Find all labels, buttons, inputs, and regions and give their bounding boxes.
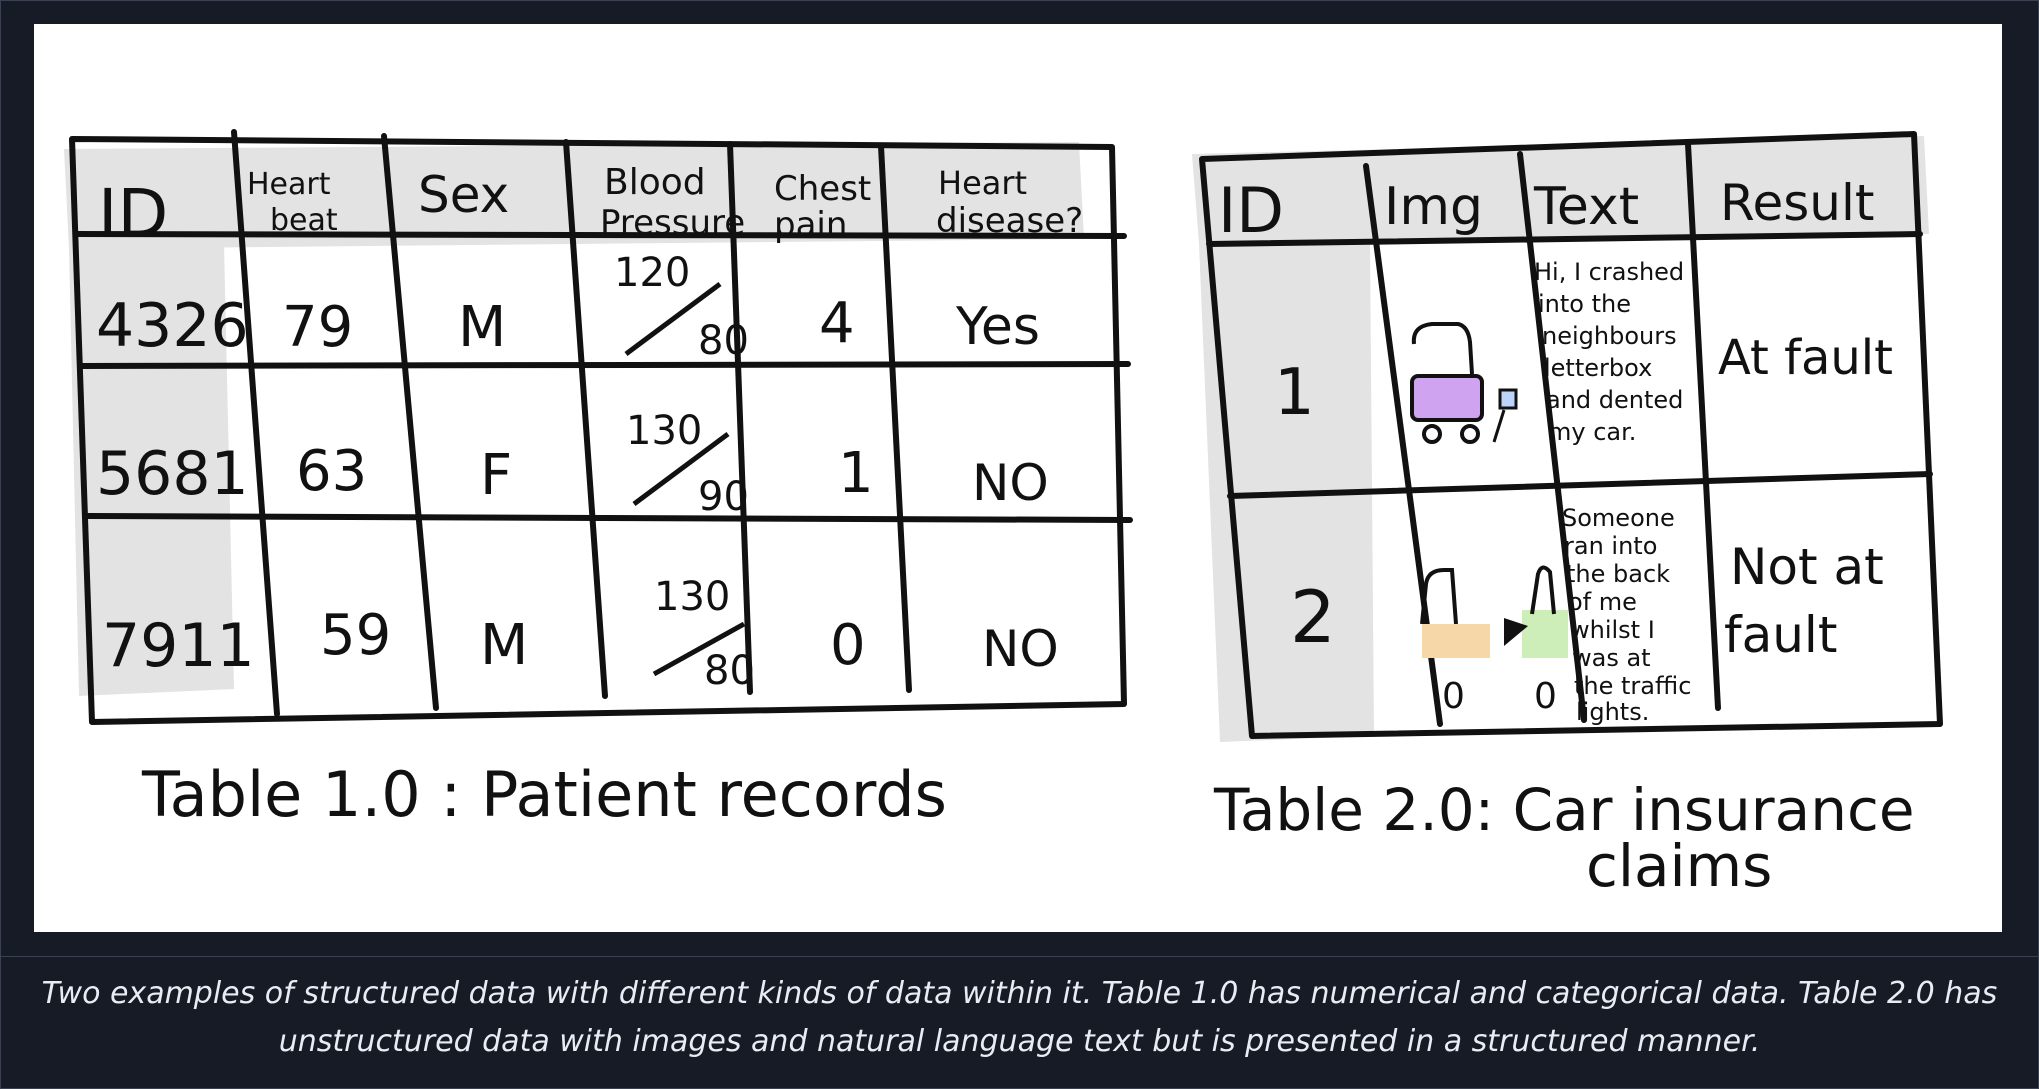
svg-text:the back: the back: [1566, 560, 1670, 588]
table1-cell-heartbeat: 59: [320, 603, 391, 668]
table1-cell-sex: M: [458, 295, 506, 360]
table1-cell-bp-top: 130: [626, 408, 702, 454]
car-letterbox-icon: [1410, 322, 1518, 444]
table1-header-hd-2: disease?: [936, 201, 1083, 241]
table1-title: Table 1.0 : Patient records: [141, 758, 947, 831]
table1-cell-bp-top: 130: [654, 574, 730, 620]
table1-header-id: ID: [98, 175, 168, 252]
table1-bp-slash: [624, 281, 722, 357]
table1-header-heartbeat-1: Heart: [247, 167, 331, 202]
table2-title: Table 2.0: Car insurance: [1213, 776, 1915, 844]
table1-header-sex: Sex: [418, 166, 509, 224]
table1-cell-chest: 4: [819, 291, 855, 356]
table1-header-chest-1: Chest: [774, 169, 871, 209]
table1-grid: [69, 129, 1133, 725]
table1-bp-slash: [652, 621, 746, 677]
svg-text:Someone: Someone: [1562, 504, 1675, 532]
table2-cell-id: 2: [1290, 575, 1336, 659]
divider: [0, 956, 2039, 957]
table2-cell-text: Hi, I crashed into the neighbours letter…: [1534, 258, 1684, 446]
table1-cell-sex: M: [480, 613, 528, 678]
table2-title: claims: [1586, 832, 1772, 900]
table-row: 4326 79 M 120 80 4 Yes: [96, 250, 1040, 364]
table1-header-heartbeat-2: beat: [270, 203, 338, 238]
table1-cell-chest: 0: [830, 613, 866, 678]
table1-headers: ID Heart beat Sex Blood Pressure Chest p…: [98, 162, 1083, 252]
table1-cell-id: 4326: [96, 291, 249, 361]
svg-text:was at: was at: [1572, 644, 1651, 672]
table2-header-result: Result: [1720, 174, 1875, 232]
table2-header-img: Img: [1384, 177, 1483, 237]
table1-header-bp-2: Pressure: [600, 203, 745, 243]
table1-cell-chest: 1: [838, 441, 874, 506]
table-row: 7911 59 M 130 80 0 NO: [102, 574, 1059, 694]
table1-header-bp-1: Blood: [604, 162, 706, 203]
table1-header-chest-2: pain: [774, 205, 847, 245]
svg-text:ran into: ran into: [1564, 532, 1657, 560]
table1-cell-bp-bottom: 80: [698, 318, 749, 364]
rear-end-collision-icon: 0 0: [1420, 565, 1568, 717]
svg-text:0: 0: [1534, 676, 1557, 717]
table1-bp-slash: [632, 431, 730, 507]
table1-header-hd-1: Heart: [938, 164, 1027, 202]
table1-cell-id: 7911: [102, 611, 255, 681]
table-patient-records: ID Heart beat Sex Blood Pressure Chest p…: [64, 129, 1133, 831]
figure-caption: Two examples of structured data with dif…: [41, 976, 1998, 1059]
svg-text:and dented: and dented: [1546, 386, 1683, 414]
table2-cell-result: At fault: [1718, 330, 1893, 386]
table-car-insurance: ID Img Text Result 1 Hi, I crashed: [1192, 131, 1943, 900]
table1-cell-bp-bottom: 90: [698, 474, 749, 520]
table2-cell-result: fault: [1724, 606, 1837, 664]
svg-text:0: 0: [1442, 676, 1465, 717]
svg-text:letterbox: letterbox: [1544, 354, 1652, 382]
table2-header-shade: [1192, 136, 1929, 244]
table1-cell-hd: Yes: [955, 297, 1040, 357]
table2-headers: ID Img Text Result: [1218, 174, 1875, 247]
svg-text:neighbours: neighbours: [1542, 322, 1677, 350]
svg-text:my car.: my car.: [1548, 418, 1636, 446]
table2-header-text: Text: [1533, 177, 1639, 237]
svg-text:whilst I: whilst I: [1570, 616, 1655, 644]
figure-drawing: ID Heart beat Sex Blood Pressure Chest p…: [64, 129, 1943, 900]
table2-cell-id: 1: [1274, 356, 1315, 430]
table2-cell-text: Someone ran into the back of me whilst I…: [1562, 504, 1691, 726]
svg-text:the traffic: the traffic: [1574, 672, 1691, 700]
table2-header-id: ID: [1218, 174, 1284, 247]
svg-text:lights.: lights.: [1576, 698, 1649, 726]
table1-cell-sex: F: [480, 443, 512, 508]
table1-cell-bp-bottom: 80: [704, 648, 755, 694]
table-row: 1 Hi, I crashed into the neighbours lett…: [1274, 258, 1893, 446]
table1-cell-id: 5681: [96, 439, 249, 509]
figure-image: ID Heart beat Sex Blood Pressure Chest p…: [34, 24, 2002, 932]
table1-cell-bp-top: 120: [614, 250, 690, 296]
table1-cell-heartbeat: 79: [282, 295, 353, 360]
svg-text:of me: of me: [1568, 588, 1637, 616]
table1-cell-hd: NO: [972, 454, 1049, 512]
table-row: 2 0 0 Someone ran into the back of me wh…: [1290, 504, 1884, 726]
svg-text:Hi, I crashed: Hi, I crashed: [1534, 258, 1684, 286]
table1-cell-heartbeat: 63: [296, 439, 367, 504]
svg-text:into the: into the: [1538, 290, 1631, 318]
table1-header-shade: [64, 142, 1084, 249]
table1-cell-hd: NO: [982, 620, 1059, 678]
table1-id-shade: [69, 244, 234, 696]
table-row: 5681 63 F 130 90 1 NO: [96, 408, 1049, 520]
table2-cell-result: Not at: [1730, 538, 1884, 596]
